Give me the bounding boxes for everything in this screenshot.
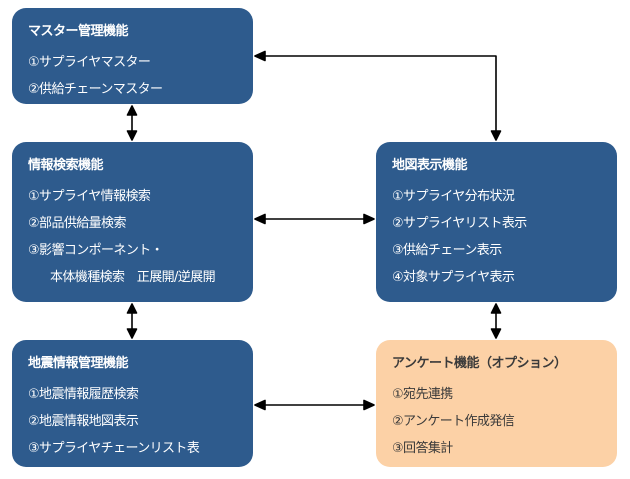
master-function-title: マスター管理機能 (28, 24, 129, 39)
map-display-function-title: 地図表示機能 (392, 158, 468, 173)
map-display-function-box: 地図表示機能 ①サプライヤ分布状況 ②サプライヤリスト表示 ③供給チェーン表示 … (376, 142, 617, 302)
arrowhead-down-icon (490, 130, 502, 141)
master-item-1: ①サプライヤマスター (28, 55, 151, 70)
arrowhead-left-icon (254, 50, 266, 62)
earthquake-info-function-box: 地震情報管理機能 ①地震情報履歴検索 ②地震情報地図表示 ③サプライヤチェーンリ… (12, 340, 253, 467)
info-search-item-1: ①サプライヤ情報検索 (28, 189, 151, 204)
arrowhead-right-icon (363, 213, 375, 225)
arrowhead-left-icon (254, 213, 266, 225)
survey-item-2: ②アンケート作成発信 (392, 414, 515, 429)
survey-function-title: アンケート機能（オプション） (392, 356, 567, 371)
arrowhead-up-icon (126, 105, 138, 116)
arrowhead-down-icon (490, 328, 502, 339)
earthquake-item-2: ②地震情報地図表示 (28, 414, 139, 429)
arrowhead-right-icon (363, 399, 375, 411)
map-item-4: ④対象サプライヤ表示 (392, 270, 515, 285)
earthquake-item-1: ①地震情報履歴検索 (28, 387, 139, 402)
info-search-item-3-continued: 本体機種検索 正展開/逆展開 (50, 270, 216, 285)
survey-item-1: ①宛先連携 (392, 387, 453, 402)
arrowhead-up-icon (126, 303, 138, 314)
arrowhead-left-icon (254, 399, 266, 411)
map-item-1: ①サプライヤ分布状況 (392, 189, 515, 204)
info-search-function-title: 情報検索機能 (28, 158, 104, 173)
info-search-item-3: ③影響コンポーネント・ (28, 243, 164, 258)
master-function-box: マスター管理機能 ①サプライヤマスター ②供給チェーンマスター (12, 8, 253, 104)
earthquake-info-function-title: 地震情報管理機能 (28, 356, 129, 371)
survey-function-box: アンケート機能（オプション） ①宛先連携 ②アンケート作成発信 ③回答集計 (376, 340, 617, 467)
info-search-function-box: 情報検索機能 ①サプライヤ情報検索 ②部品供給量検索 ③影響コンポーネント・ 本… (12, 142, 253, 302)
map-item-3: ③供給チェーン表示 (392, 243, 502, 258)
arrowhead-down-icon (126, 130, 138, 141)
master-item-2: ②供給チェーンマスター (28, 82, 163, 97)
survey-item-3: ③回答集計 (392, 441, 453, 456)
info-search-item-2: ②部品供給量検索 (28, 216, 126, 231)
arrowhead-down-icon (126, 328, 138, 339)
master-map-connector (265, 55, 497, 131)
map-item-2: ②サプライヤリスト表示 (392, 216, 527, 231)
earthquake-item-3: ③サプライヤチェーンリスト表 (28, 441, 200, 456)
arrowhead-up-icon (490, 303, 502, 314)
